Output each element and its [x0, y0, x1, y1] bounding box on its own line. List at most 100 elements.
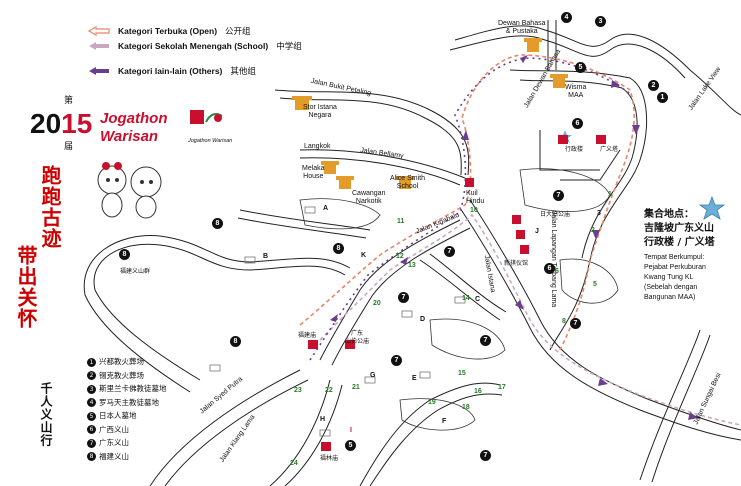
cemetery-marker: 2: [648, 80, 659, 91]
checkpoint-label: 3: [597, 210, 601, 217]
gathering-ms-line1: Tempat Berkumpul:: [644, 254, 705, 261]
cemetery-marker: 4: [561, 12, 572, 23]
gathering-ms-line5: Bangunan MAA): [644, 294, 696, 301]
event-name-line1: Jogathon: [100, 110, 168, 127]
checkpoint-label: 6: [555, 268, 559, 275]
waypoint-letter: E: [412, 375, 417, 382]
cemetery-marker: 7: [444, 246, 455, 257]
event-di: 第: [64, 95, 74, 105]
place-fujian-group: 福建义山群: [120, 268, 151, 275]
waypoint-letter: D: [420, 316, 426, 323]
slogan-1: 跑跑古迹: [38, 165, 62, 249]
checkpoint-label: 5: [593, 281, 597, 288]
place-riyue: 日大伯公庙: [540, 211, 571, 218]
checkpoint-label: 16: [474, 388, 482, 395]
checkpoint-label: 21: [352, 384, 360, 391]
event-year: 2015: [30, 108, 93, 139]
gathering-ms-line2: Pejabat Perkuburan: [644, 264, 706, 271]
legend-school-cn: 中学组: [276, 41, 302, 51]
others-route-arrow-icon: [89, 67, 109, 75]
waypoint-letter: F: [442, 418, 447, 425]
gathering-cn-line2: 吉隆坡广东义山: [644, 223, 714, 234]
legend-others: Kategori lain-lain (Others)其他组: [92, 65, 256, 77]
slogan-3: 千人义山行: [39, 382, 53, 447]
legend-open-label: Kategori Terbuka (Open): [118, 26, 218, 36]
waypoint-letter: K: [361, 252, 367, 259]
building-icons: [292, 38, 606, 451]
event-name-line2: Warisan: [100, 128, 159, 145]
route-arrows: [330, 55, 698, 420]
checkpoint-label: 23: [294, 387, 302, 394]
cemetery-marker: 7: [570, 318, 581, 329]
cemetery-marker: 7: [480, 335, 491, 346]
cemetery-marker: 3: [595, 16, 606, 27]
cemetery-marker: 5: [575, 62, 586, 73]
place-xingzheng: 行政楼: [565, 146, 584, 153]
cemetery-marker: 8: [119, 249, 130, 260]
cemetery-area-outlines: [299, 168, 619, 431]
checkpoint-label: 22: [325, 387, 333, 394]
mascot-illustration: [97, 162, 162, 219]
gathering-cn-line3: 行政楼 / 广义塔: [644, 237, 715, 248]
place-fujian-temple: 福建庙: [298, 332, 317, 339]
waypoint-letter: A: [323, 205, 329, 212]
checkpoint-label: 20: [373, 300, 381, 307]
legend-open-cn: 公开组: [225, 26, 251, 36]
event-jie: 届: [64, 141, 74, 151]
cemetery-marker: 5: [345, 440, 356, 451]
waypoint-letter: C: [475, 296, 481, 303]
place-fulin: 福林庙: [320, 455, 339, 462]
cemetery-marker: 6: [544, 263, 555, 274]
cemetery-marker: 7: [391, 355, 402, 366]
checkpoint-label: 17: [498, 384, 506, 391]
gathering-title: 集合地点：: [644, 209, 694, 220]
legend-school: Kategori Sekolah Menengah (School) 中学组: [92, 40, 302, 52]
checkpoint-label: 10: [470, 207, 478, 214]
place-guangyi: 广义塔: [600, 146, 619, 153]
place-guangdong-temple: 广东山伯公庙: [345, 330, 370, 345]
bench-icons: [209, 206, 466, 437]
legend-school-label: Kategori Sekolah Menengah (School): [118, 41, 269, 51]
cemetery-marker: 8: [333, 243, 344, 254]
legend-others-cn: 其他组: [230, 66, 256, 76]
waypoint-letter: B: [263, 253, 269, 260]
slogan-2: 带出关怀: [14, 245, 38, 329]
checkpoint-label: 1: [608, 191, 612, 198]
cemetery-marker: 8: [230, 336, 241, 347]
place-dewan-bahasa: Dewan Bahasa& Pustaka: [498, 20, 546, 35]
event-logo: [188, 108, 228, 136]
road-lapangan: Jalan Lapangan Terbang Lama: [550, 210, 558, 308]
place-xinyi: 新祺仪馆: [504, 260, 529, 267]
cemetery-marker: 7: [398, 292, 409, 303]
checkpoint-label: 18: [462, 404, 470, 411]
checkpoint-label: 14: [462, 295, 470, 302]
checkpoint-label: 24: [290, 460, 298, 467]
waypoint-letter: J: [535, 228, 539, 235]
legend-open: Kategori Terbuka (Open) 公开组: [92, 25, 251, 37]
road-langkok: Langkok: [304, 143, 331, 150]
cemetery-marker: 7: [480, 450, 491, 461]
gathering-ms-line3: Kwang Tung KL: [644, 274, 694, 281]
checkpoint-label: 15: [458, 370, 466, 377]
waypoint-letter: I: [350, 427, 352, 434]
waypoint-letter: G: [370, 372, 376, 379]
jogathon-routes: [299, 54, 741, 426]
cemetery-marker: 7: [553, 190, 564, 201]
waypoint-letter: H: [320, 416, 326, 423]
checkpoint-label: 19: [428, 399, 436, 406]
